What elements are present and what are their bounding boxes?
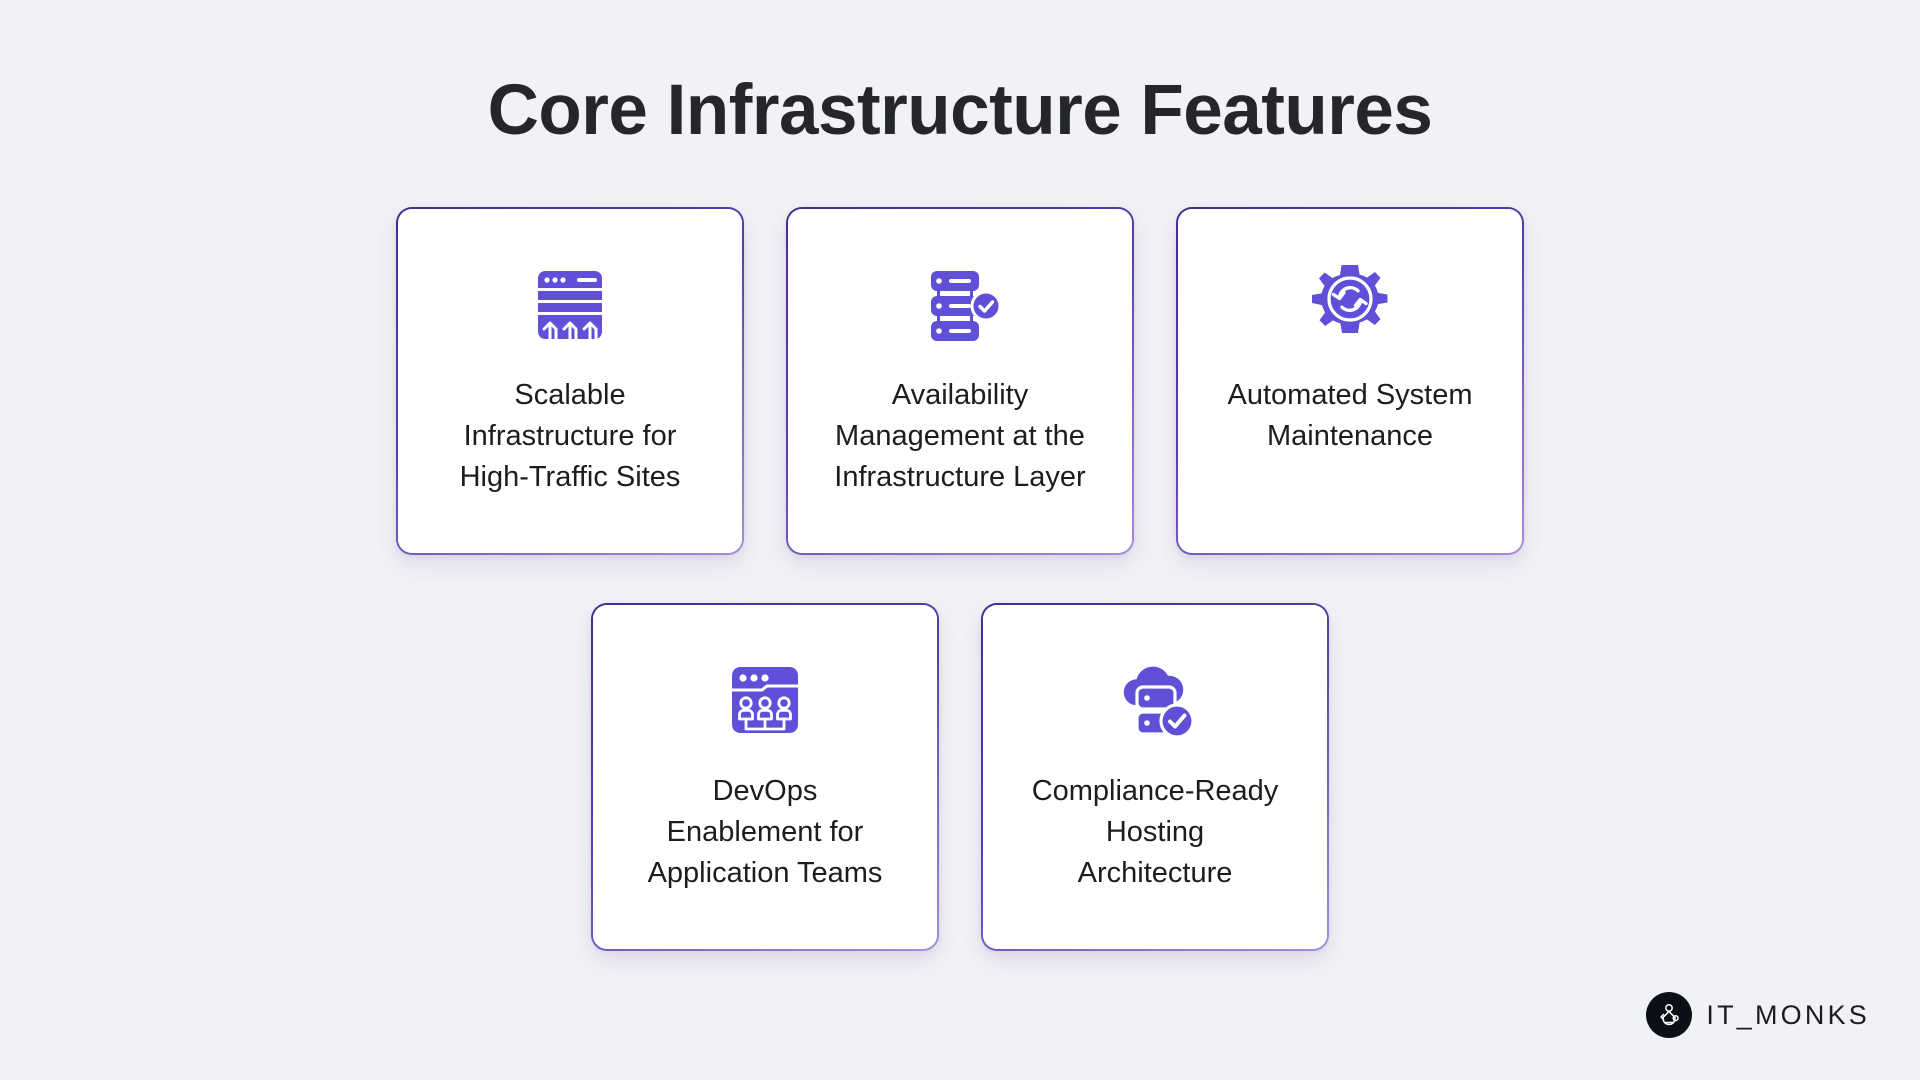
feature-row-1: Scalable Infrastructure for High-Traffic… xyxy=(396,207,1524,555)
card-label: Compliance-Ready Hosting Architecture xyxy=(1031,775,1279,890)
card-content: Scalable Infrastructure for High-Traffic… xyxy=(398,209,742,554)
card-label: Automated System Maintenance xyxy=(1227,379,1473,453)
feature-row-2: DevOps Enablement for Application Teams xyxy=(591,603,1329,951)
feature-card-grid: Scalable Infrastructure for High-Traffic… xyxy=(0,207,1920,951)
browser-team-users-icon xyxy=(717,651,813,747)
card-content: Availability Management at the Infrastru… xyxy=(788,209,1132,554)
scaling-server-window-arrows-icon xyxy=(522,255,618,351)
card-label: Availability Management at the Infrastru… xyxy=(834,379,1086,494)
feature-card-scalable-infrastructure[interactable]: Scalable Infrastructure for High-Traffic… xyxy=(396,207,744,555)
feature-card-compliance-ready-hosting[interactable]: Compliance-Ready Hosting Architecture xyxy=(981,603,1329,951)
brand-logo: IT_MONKS xyxy=(1646,992,1870,1038)
gear-sync-icon xyxy=(1302,255,1398,351)
card-label: Scalable Infrastructure for High-Traffic… xyxy=(459,379,681,494)
brand-logo-text: IT_MONKS xyxy=(1706,999,1870,1030)
cloud-server-check-icon xyxy=(1107,651,1203,747)
page-title: Core Infrastructure Features xyxy=(487,71,1433,150)
feature-card-automated-maintenance[interactable]: Automated System Maintenance xyxy=(1176,207,1524,555)
card-content: DevOps Enablement for Application Teams xyxy=(593,605,937,950)
feature-card-devops-enablement[interactable]: DevOps Enablement for Application Teams xyxy=(591,603,939,951)
card-label: DevOps Enablement for Application Teams xyxy=(647,775,883,890)
feature-card-availability-management[interactable]: Availability Management at the Infrastru… xyxy=(786,207,1134,555)
monk-meditating-icon xyxy=(1646,992,1693,1038)
server-stack-check-icon xyxy=(912,255,1008,351)
card-content: Compliance-Ready Hosting Architecture xyxy=(983,605,1327,950)
card-content: Automated System Maintenance xyxy=(1178,209,1522,554)
